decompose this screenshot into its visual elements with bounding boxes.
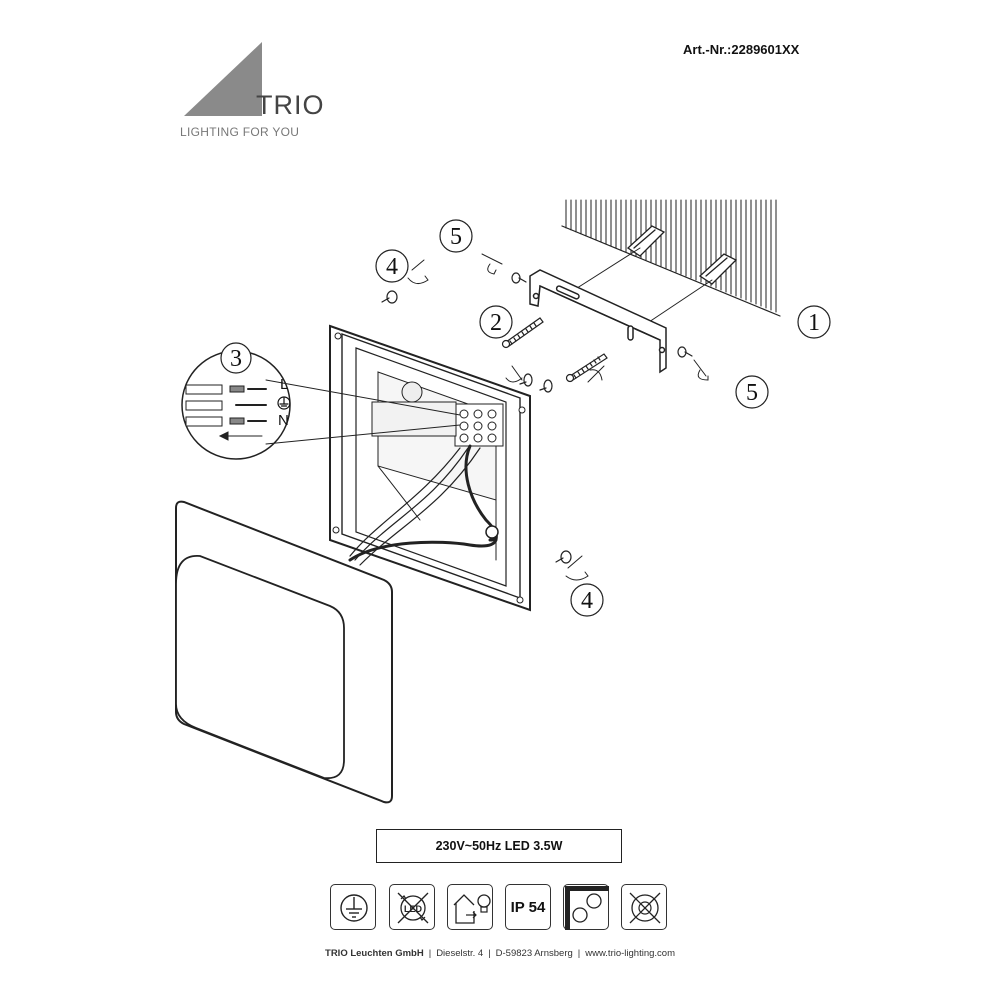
wall-plug bbox=[626, 225, 666, 257]
logo-triangle-icon bbox=[184, 42, 262, 116]
not-dimmable-icon bbox=[621, 884, 667, 930]
bolt bbox=[519, 373, 533, 387]
bolt bbox=[511, 272, 527, 284]
spec-box: 230V~50Hz LED 3.5W bbox=[376, 829, 622, 863]
brand-name: TRIO bbox=[256, 90, 325, 120]
wiring-detail bbox=[181, 350, 461, 460]
step-2-label: 2 bbox=[490, 310, 502, 336]
wall-plug bbox=[698, 253, 738, 285]
step-3-label: 3 bbox=[230, 346, 242, 372]
footer-website: www.trio-lighting.com bbox=[585, 948, 675, 959]
frame-screw bbox=[381, 290, 398, 304]
neutral-label: N bbox=[278, 412, 289, 429]
frame-screw bbox=[555, 550, 572, 564]
step-4-label: 4 bbox=[386, 254, 398, 280]
footer-company: TRIO Leuchten GmbH bbox=[325, 948, 424, 959]
ip-rating-label: IP 54 bbox=[510, 898, 546, 916]
wall-screw bbox=[565, 353, 608, 383]
footer-street: Dieselstr. 4 bbox=[436, 948, 484, 959]
bolt bbox=[539, 379, 553, 393]
wall-screw bbox=[501, 317, 544, 349]
ip-rating-icon: IP 54 bbox=[505, 884, 551, 930]
indoor-outdoor-icon bbox=[447, 884, 493, 930]
earth-icon bbox=[277, 396, 291, 410]
assembly-drawing: L N 5 4 2 1 5 4 3 bbox=[175, 199, 831, 804]
step-5-label: 5 bbox=[746, 380, 758, 406]
wall-ceiling-mount-icon bbox=[563, 884, 609, 930]
protection-class-earth-icon bbox=[330, 884, 376, 930]
footer-city: D-59823 Arnsberg bbox=[495, 948, 573, 959]
terminal-block bbox=[371, 401, 504, 447]
footer: TRIO Leuchten GmbH|Dieselstr. 4|D-59823 … bbox=[325, 948, 675, 959]
cable bbox=[348, 444, 499, 566]
back-plate bbox=[329, 324, 531, 612]
led-not-replaceable-icon: LED bbox=[389, 884, 435, 930]
trio-logo: TRIO LIGHTING FOR YOU bbox=[180, 40, 340, 140]
lamp-body bbox=[175, 500, 393, 804]
bolt bbox=[677, 346, 693, 358]
step-5-label: 5 bbox=[450, 224, 462, 250]
live-label: L bbox=[280, 376, 288, 393]
mounting-bracket bbox=[529, 269, 667, 374]
rotation-arrow-icon bbox=[407, 253, 709, 581]
step-4-label: 4 bbox=[581, 588, 593, 614]
spec-text: 230V~50Hz LED 3.5W bbox=[435, 839, 563, 853]
brand-tagline: LIGHTING FOR YOU bbox=[180, 125, 300, 139]
article-number: Art.-Nr.:2289601XX bbox=[683, 42, 800, 57]
step-1-label: 1 bbox=[808, 310, 820, 336]
